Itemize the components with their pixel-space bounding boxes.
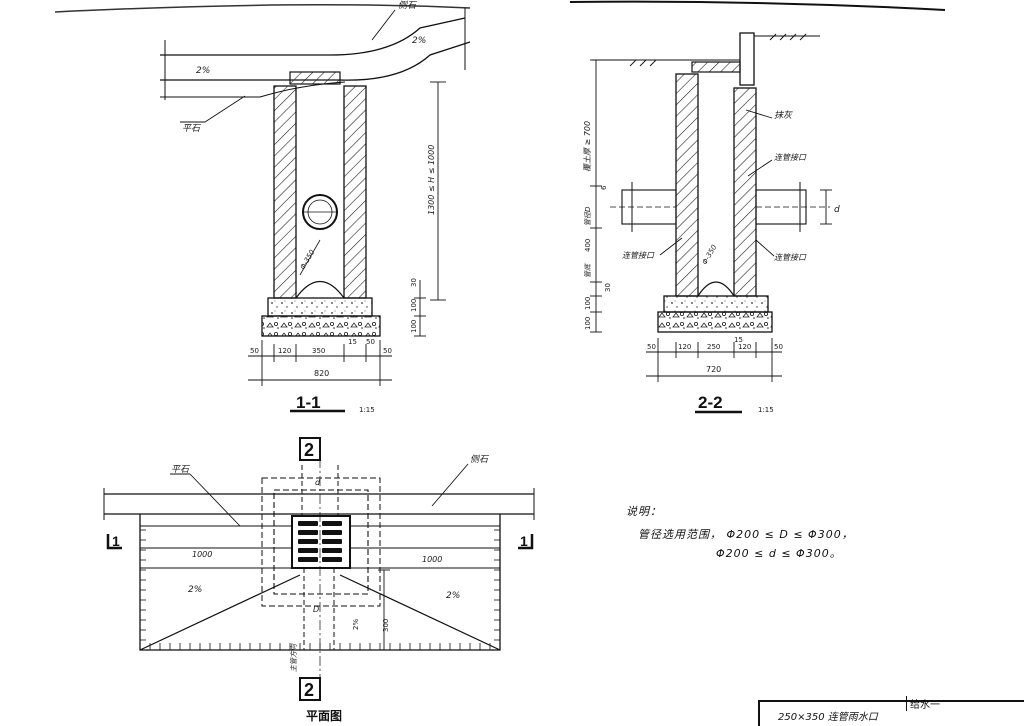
plan-len-right: 1000 [422, 555, 442, 564]
dim-cover-depth: 覆土厚 ≥ 700 [583, 121, 592, 172]
dim-total-1: 820 [314, 369, 329, 378]
plan-label-curb-stone: 平石 [171, 465, 191, 475]
plan-slope-left: 2% [188, 585, 202, 595]
plan-d-bottom: D [313, 605, 319, 614]
dim-total-2: 720 [706, 365, 721, 374]
dim-pipe-bottom: 管底 [584, 263, 592, 278]
plan-d-top: d [315, 478, 321, 487]
dim-bottom-1-3: 15 [348, 338, 357, 346]
sheet-border-top-right [569, 0, 946, 11]
grate-bar [298, 521, 318, 526]
section-2-2-scale: 1:15 [758, 406, 774, 414]
section-mark-left: 1 [112, 533, 120, 549]
notes-line2: Φ200 ≤ d ≤ Φ300。 [716, 547, 842, 560]
dim-bottom-1-5: 50 [383, 347, 392, 355]
section-1-1: 侧石 平石 2% 2% Φ-350 1300 ≤ H ≤ 1000 30 100… [160, 0, 471, 414]
label-curb-1: 侧石 [398, 0, 418, 11]
section-mark-top: 2 [304, 440, 314, 460]
title-block-name: 250×350 连管雨水口 [778, 712, 878, 723]
label-pipe-top-2: 连管接口 [774, 153, 807, 162]
dim-100a-2: 100 [584, 297, 592, 310]
notes-line1: 管径选用范围， Φ200 ≤ D ≤ Φ300， [638, 528, 854, 541]
title-block-code: 给水一 [906, 696, 940, 711]
grate-bar [322, 539, 342, 544]
grate-bar [322, 530, 342, 535]
plan-len-left: 1000 [192, 550, 212, 559]
plan-outlet: 主管方向 [290, 643, 298, 672]
dim-six: 6 [600, 185, 608, 190]
dim-100b-2: 100 [584, 317, 592, 330]
grate-bar [298, 557, 318, 562]
dim-bottom-1-2: 350 [312, 347, 325, 355]
dim-bottom-2-2: 250 [707, 343, 720, 351]
label-pipe-right-2: 连管接口 [774, 253, 807, 262]
label-brick-2: 抹灰 [774, 110, 793, 121]
section-1-1-scale: 1:15 [359, 406, 375, 414]
grate-bar [322, 548, 342, 553]
label-pipe-dia-2: Φ-350 [701, 243, 719, 266]
dim-100a-1: 100 [410, 299, 418, 312]
grate-bar [298, 530, 318, 535]
grate-bar [298, 548, 318, 553]
dim-400: 400 [584, 239, 592, 252]
grate-bar [322, 521, 342, 526]
section-mark-bottom: 2 [304, 680, 314, 700]
dim-bottom-1-1: 120 [278, 347, 291, 355]
notes-heading: 说明： [626, 505, 662, 518]
section-mark-right: 1 [520, 533, 528, 549]
dim-bottom-2-4: 120 [738, 343, 751, 351]
section-1-1-title: 1-1 [296, 393, 321, 412]
plan-title: 平面图 [306, 709, 342, 723]
dim-bottom-2-1: 120 [678, 343, 691, 351]
grate-bar [298, 539, 318, 544]
plan-view: 平石 侧石 2% 2% 2% 1000 1000 d D 300 主管方向 2 … [103, 437, 535, 723]
dim-30-1: 30 [410, 278, 418, 287]
plan-label-curb: 侧石 [470, 454, 490, 465]
sheet-border-top-left [54, 4, 471, 13]
dim-bottom-1-4: 50 [366, 338, 375, 346]
dim-bottom-2-3: 15 [734, 336, 743, 344]
label-slope-right-1: 2% [412, 36, 426, 46]
dim-bottom-2-0: 50 [647, 343, 656, 351]
label-d-2: d [834, 205, 840, 215]
section-2-2: 抹灰 连管接口 连管接口 连管接口 Φ-350 d 覆土厚 ≥ 700 管径D … [583, 32, 840, 414]
plan-dim-300: 300 [382, 619, 390, 632]
plan-slope-mid: 2% [352, 619, 360, 630]
dim-height-range: 1300 ≤ H ≤ 1000 [427, 145, 436, 215]
label-slope-left-1: 2% [196, 66, 210, 76]
grate-bar [322, 557, 342, 562]
section-2-2-title: 2-2 [698, 393, 723, 412]
dim-30-2: 30 [604, 283, 612, 292]
title-block: 250×350 连管雨水口 给水一 [758, 696, 1024, 726]
label-curb-stone-1: 平石 [182, 124, 202, 134]
dim-pipe-D: 管径D [584, 206, 592, 226]
dim-bottom-1-0: 50 [250, 347, 259, 355]
dim-bottom-2-5: 50 [774, 343, 783, 351]
label-pipe-left-2: 连管接口 [622, 251, 655, 260]
label-pipe-dia-1: Φ-350 [299, 248, 317, 271]
plan-slope-right: 2% [446, 591, 460, 601]
dim-100b-1: 100 [410, 320, 418, 333]
